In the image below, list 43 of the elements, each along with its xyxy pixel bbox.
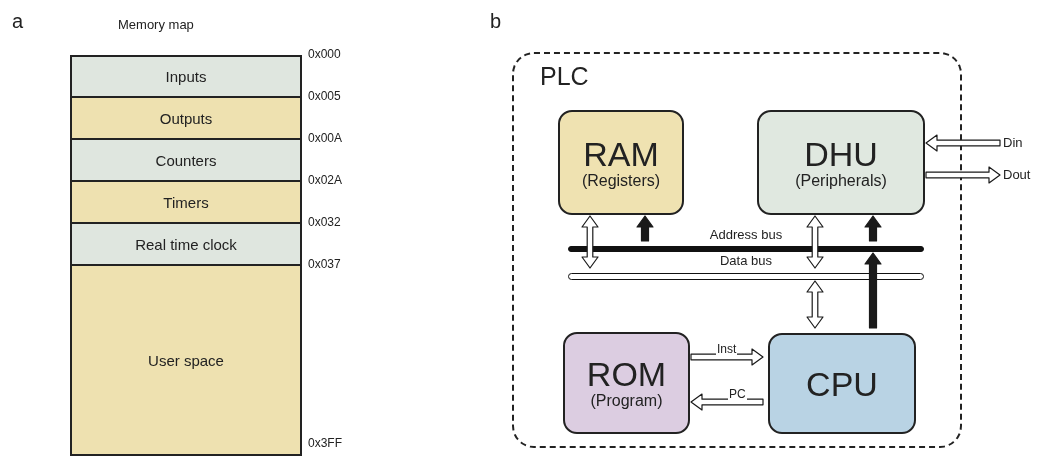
block-subtitle: (Registers) [581,171,661,190]
memory-region-band: Counters [70,138,302,182]
memory-region-band: User space [70,264,302,456]
map-title: Memory map [118,17,194,32]
container-title: PLC [540,62,589,91]
edge-label: PC [728,388,747,401]
component-block [768,333,916,434]
block-arrow [925,166,1001,184]
block-arrow [581,215,599,269]
address-arrow [864,215,882,242]
address-arrow [864,252,882,329]
address-label: 0x037 [308,257,341,271]
address-label: 0x032 [308,215,341,229]
block-title: ROM [586,356,667,392]
block-arrow [806,215,824,269]
address-label: 0x000 [308,47,341,61]
plc-boundary [512,52,962,448]
signal-label: Din [1003,135,1029,151]
address-label: 0x02A [308,173,343,187]
address-label: 0x00A [308,131,343,145]
block-arrow [925,134,1001,152]
bus-label: Data bus [720,253,772,268]
block-subtitle: (Program) [590,392,663,410]
memory-region-band: Inputs [70,55,302,98]
block-title: RAM [583,135,659,172]
component-block [558,110,684,215]
block-title: CPU [806,365,878,402]
block-title: DHU [804,135,878,172]
panel-letter: b [490,10,502,33]
memory-region-band: Outputs [70,96,302,140]
block-subtitle: (Peripherals) [795,171,887,190]
address-arrow [636,215,654,242]
edge-label: Inst [716,343,738,356]
bus-label: Address bus [709,227,783,242]
component-block [563,332,690,434]
panel-letter: a [12,10,24,33]
block-arrow [806,280,824,329]
signal-label: Dout [1003,167,1035,183]
memory-region-band: Real time clock [70,222,302,266]
component-block [757,110,925,215]
address-label: 0x3FF [308,436,342,450]
memory-region-band: Timers [70,180,302,224]
address-label: 0x005 [308,89,341,103]
